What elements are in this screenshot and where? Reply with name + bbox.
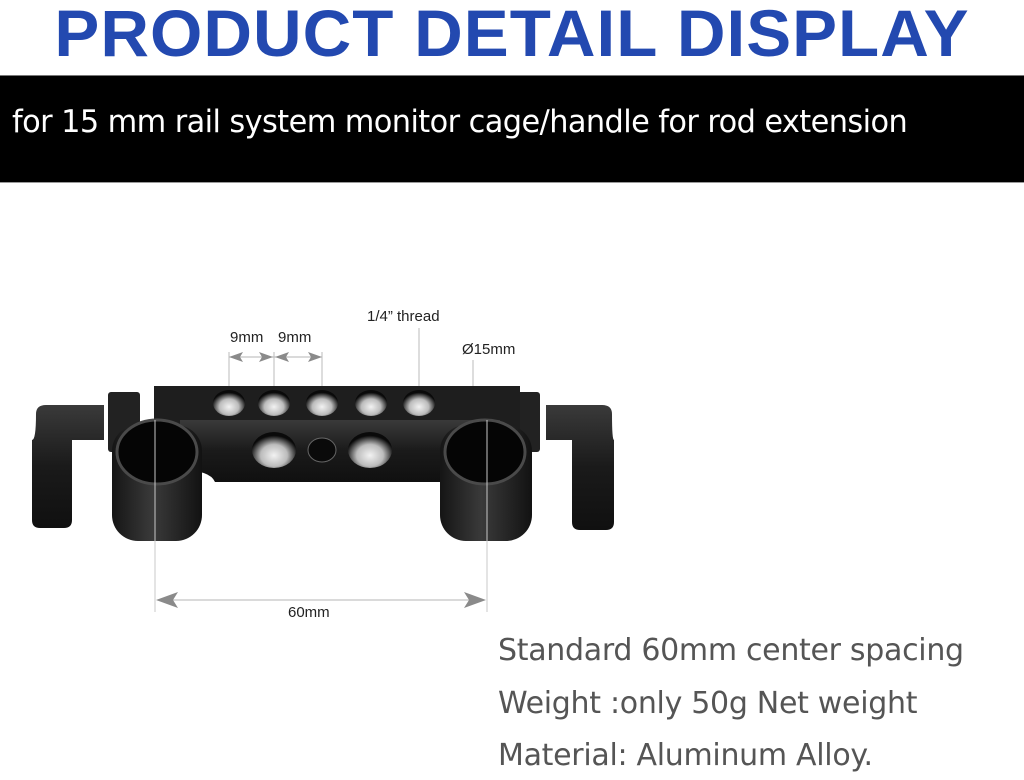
subtitle-text: for 15 mm rail system monitor cage/handl… bbox=[12, 104, 908, 140]
page-title: PRODUCT DETAIL DISPLAY bbox=[54, 0, 970, 70]
subtitle-band: for 15 mm rail system monitor cage/handl… bbox=[0, 75, 1024, 183]
dim-label-9mm-left: 9mm bbox=[230, 329, 263, 346]
dim-label-rod-diameter: Ø15mm bbox=[462, 341, 515, 358]
dim-label-thread: 1/4” thread bbox=[367, 308, 440, 325]
threaded-holes bbox=[213, 390, 435, 416]
spec-weight: Weight :only 50g Net weight bbox=[498, 686, 918, 721]
spec-center-spacing: Standard 60mm center spacing bbox=[498, 633, 964, 668]
dimension-annotations: 9mm 9mm 1/4” thread Ø15mm 60mm bbox=[228, 308, 515, 621]
dim-label-9mm-right: 9mm bbox=[278, 329, 311, 346]
dim-label-center-spacing: 60mm bbox=[288, 604, 330, 621]
spec-material: Material: Aluminum Alloy. bbox=[498, 738, 873, 773]
product-image: 9mm 9mm 1/4” thread Ø15mm 60mm bbox=[32, 308, 614, 621]
